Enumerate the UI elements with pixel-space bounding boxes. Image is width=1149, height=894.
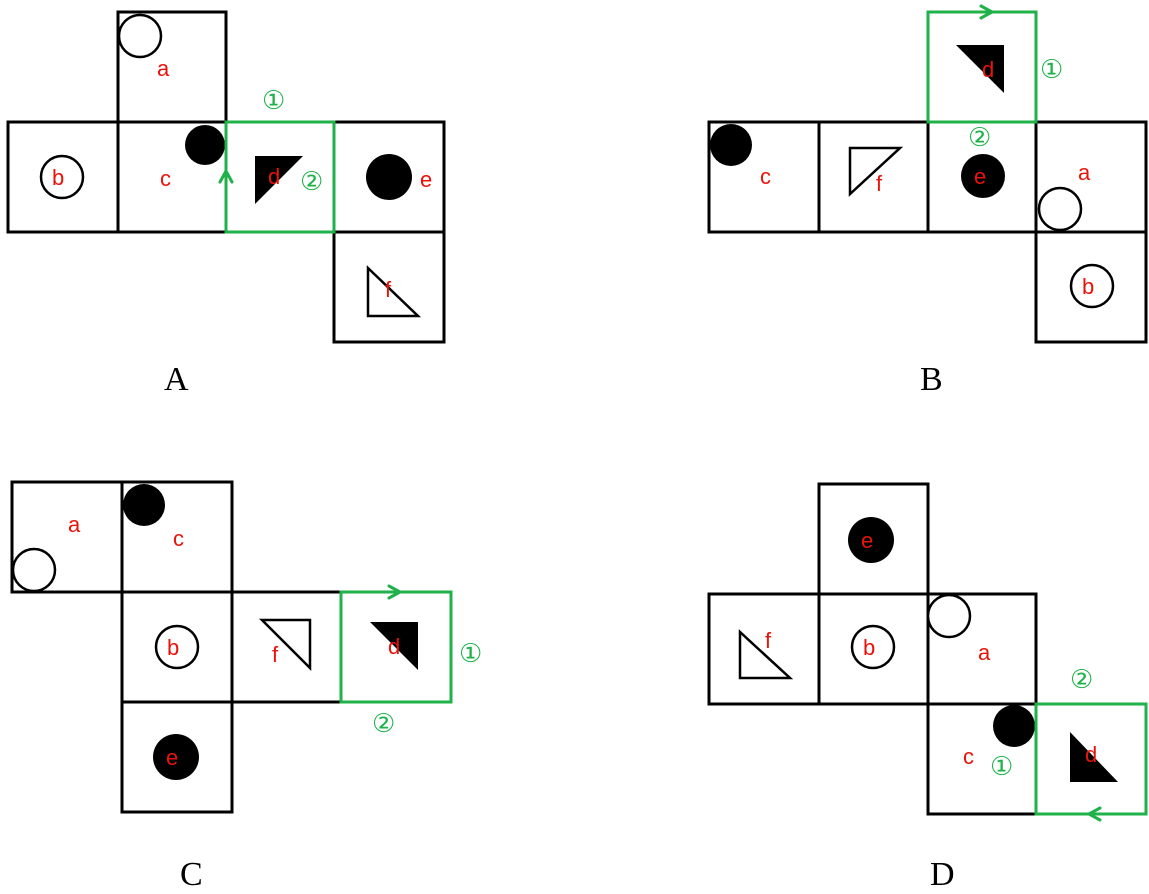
edge-mark-1: ① xyxy=(459,639,482,669)
face-label-a: a xyxy=(157,56,170,81)
net-b-square-2 xyxy=(817,120,930,234)
solid-triangle-icon xyxy=(370,622,418,670)
option-caption: C xyxy=(180,856,203,893)
edge-mark-2: ② xyxy=(1070,665,1093,695)
edge-arrow-icon xyxy=(1087,806,1102,822)
option-caption: D xyxy=(930,856,955,893)
hollow-circle-icon xyxy=(1069,263,1115,309)
net-d-square-1 xyxy=(707,592,821,706)
net-d-square-2 xyxy=(817,592,930,706)
solid-dot-icon xyxy=(961,154,1005,198)
face-label-c: c xyxy=(160,166,171,191)
outline-triangle-icon xyxy=(848,146,904,197)
solid-triangle-icon xyxy=(956,45,1004,93)
edge-mark-1: ① xyxy=(1040,55,1063,85)
outline-triangle-icon xyxy=(366,265,422,318)
edge-arrow-icon xyxy=(218,169,234,184)
hollow-circle-icon xyxy=(39,154,85,200)
face-label-e: e xyxy=(861,528,873,553)
highlighted-face-outline xyxy=(339,590,453,704)
face-label-f: f xyxy=(765,628,772,653)
face-label-c: c xyxy=(963,744,974,769)
face-label-f: f xyxy=(272,642,279,667)
face-label-a: a xyxy=(1078,160,1091,185)
hollow-circle-icon xyxy=(926,593,972,639)
face-label-b: b xyxy=(863,635,875,660)
solid-corner-dot-icon xyxy=(710,124,752,166)
solid-triangle-icon xyxy=(255,156,303,204)
solid-corner-dot-icon xyxy=(993,705,1035,747)
hollow-circle-icon xyxy=(154,624,200,670)
solid-triangle-icon xyxy=(1070,732,1118,782)
outline-triangle-icon xyxy=(258,618,312,672)
face-label-c: c xyxy=(173,526,184,551)
solid-dot-icon xyxy=(153,734,199,780)
option-caption: A xyxy=(164,361,189,398)
edge-mark-2: ② xyxy=(372,709,395,739)
solid-dot-icon xyxy=(366,154,412,200)
option-c: a c b f d e ① ② C xyxy=(10,480,482,893)
net-c-square-4 xyxy=(230,590,343,704)
hollow-circle-icon xyxy=(11,547,57,593)
option-a: a b c d e f ① ② A xyxy=(6,10,446,398)
edge-arrow-icon xyxy=(979,4,994,20)
face-label-d: d xyxy=(1085,742,1097,767)
solid-dot-icon xyxy=(848,517,894,563)
solid-corner-dot-icon xyxy=(185,125,225,165)
edge-mark-1: ① xyxy=(990,752,1013,782)
face-label-c: c xyxy=(760,164,771,189)
face-label-a: a xyxy=(68,512,81,537)
face-label-d: d xyxy=(268,164,280,189)
hollow-circle-icon xyxy=(117,13,163,59)
edge-mark-1: ① xyxy=(262,86,285,116)
highlighted-face-outline xyxy=(926,10,1038,124)
hollow-circle-icon xyxy=(1037,186,1083,232)
highlighted-face-outline xyxy=(224,120,336,234)
face-label-d: d xyxy=(388,634,400,659)
face-label-b: b xyxy=(52,165,64,190)
face-label-b: b xyxy=(1082,274,1094,299)
option-b: d c f e a b ① ② B xyxy=(707,4,1148,398)
face-label-e: e xyxy=(420,167,432,192)
solid-corner-dot-icon xyxy=(123,484,165,526)
face-label-d: d xyxy=(982,57,994,82)
face-label-f: f xyxy=(385,277,392,302)
face-label-b: b xyxy=(167,635,179,660)
edge-mark-2: ② xyxy=(968,123,991,153)
face-label-e: e xyxy=(974,164,986,189)
edge-arrow-icon xyxy=(387,584,402,600)
outline-triangle-icon xyxy=(738,629,794,680)
face-label-a: a xyxy=(978,640,991,665)
hollow-circle-icon xyxy=(850,624,896,670)
option-caption: B xyxy=(920,361,943,398)
option-d: e f b a c d ① ② D xyxy=(707,482,1148,893)
face-label-e: e xyxy=(166,745,178,770)
edge-mark-2: ② xyxy=(300,167,323,197)
face-label-f: f xyxy=(876,171,883,196)
